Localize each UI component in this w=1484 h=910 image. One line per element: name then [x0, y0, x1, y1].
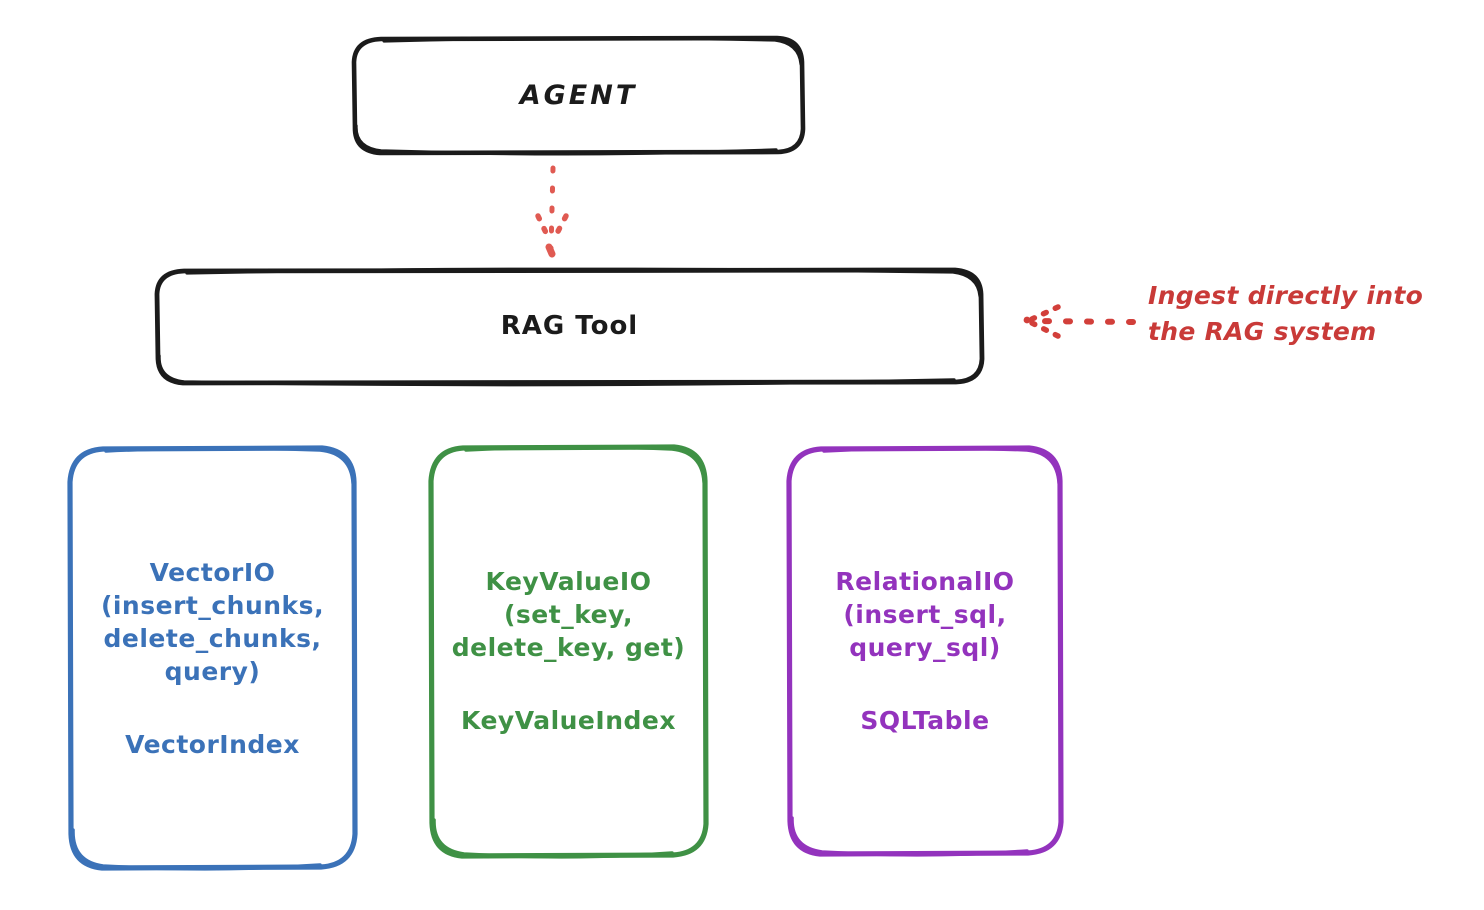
agent-box[interactable] — [351, 35, 806, 156]
ingest-arrow — [1023, 304, 1136, 339]
key-value-io-box[interactable] — [428, 444, 709, 859]
vector-io-box[interactable] — [67, 445, 358, 871]
rag-tool-box[interactable] — [154, 267, 985, 387]
relational-io-box[interactable] — [786, 445, 1064, 857]
agent-to-rag-arrow — [535, 165, 569, 258]
